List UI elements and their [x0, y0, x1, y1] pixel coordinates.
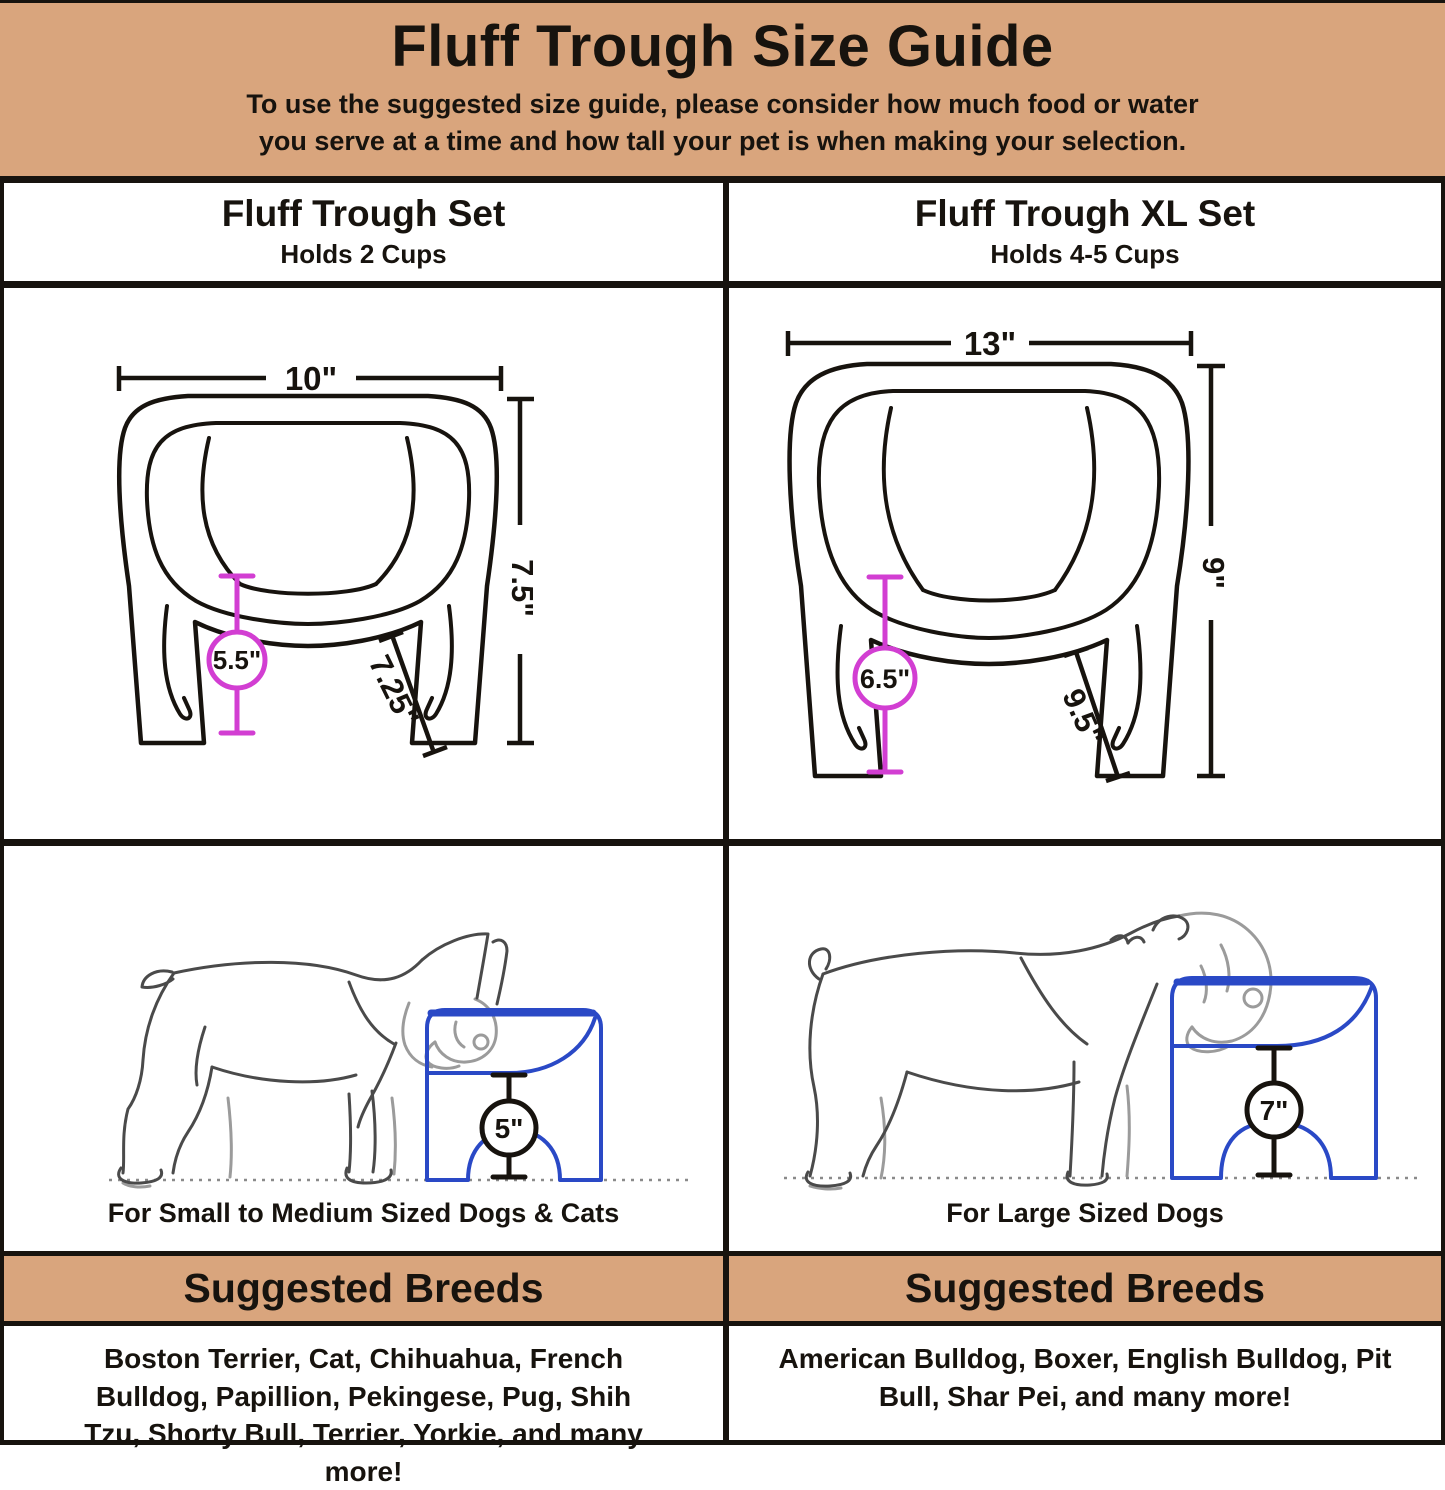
- xl-title-cell: Fluff Trough XL Set Holds 4-5 Cups: [729, 183, 1441, 281]
- height-dimension-line: [507, 396, 534, 746]
- xl-breeds-header-cell: Suggested Breeds: [729, 1256, 1441, 1321]
- standard-title: Fluff Trough Set: [221, 193, 506, 235]
- trough-outline: [787, 361, 1191, 779]
- dog-illustration: [804, 914, 1190, 1188]
- fit-height-label: 7": [1260, 1095, 1289, 1126]
- dog-illustration: [117, 932, 509, 1185]
- size-table: Fluff Trough Set Holds 2 Cups Fluff Trou…: [0, 183, 1445, 1487]
- breeds-list-row: Boston Terrier, Cat, Chihuahua, French B…: [4, 1326, 1441, 1487]
- header-banner: Fluff Trough Size Guide To use the sugge…: [0, 0, 1445, 176]
- vertical-divider: [723, 846, 729, 1251]
- depth-dimension-line: [378, 629, 448, 759]
- dog-detail-lines: [121, 997, 498, 1189]
- vertical-divider: [723, 288, 729, 839]
- small-dog-fit-diagram: 5": [109, 932, 689, 1189]
- trough-outline: [116, 393, 500, 746]
- xl-title: Fluff Trough XL Set: [914, 193, 1256, 235]
- breeds-list: American Bulldog, Boxer, English Bulldog…: [778, 1343, 1392, 1412]
- xl-fit-cell: 7" For Large Sized Dogs: [729, 846, 1441, 1251]
- large-dog-fit-diagram: 7": [784, 911, 1417, 1191]
- width-dimension-line: [785, 331, 1194, 356]
- breeds-header: Suggested Breeds: [183, 1265, 544, 1311]
- trough-xl-front-diagram: 13" 9" 9.5": [785, 325, 1231, 784]
- vertical-divider: [723, 183, 729, 281]
- fit-height-dimension: [1244, 1045, 1304, 1178]
- fit-height-label: 5": [495, 1113, 524, 1144]
- vertical-divider: [723, 1326, 729, 1440]
- depth-dimension-line: [1063, 645, 1131, 784]
- breeds-header: Suggested Breeds: [905, 1265, 1265, 1311]
- standard-breeds-cell: Boston Terrier, Cat, Chihuahua, French B…: [4, 1326, 723, 1487]
- diagram-row: 10" 7.5" 7.25": [4, 288, 1441, 839]
- height-dimension-label: 7.5": [505, 559, 540, 617]
- floor-height-label: 5.5": [213, 645, 261, 675]
- standard-diagram-cell: 10" 7.5" 7.25": [4, 288, 723, 839]
- fit-caption: For Large Sized Dogs: [946, 1198, 1224, 1228]
- standard-title-cell: Fluff Trough Set Holds 2 Cups: [4, 183, 723, 281]
- fit-row: 5" For Small to Medium Sized Dogs & Cats: [4, 846, 1441, 1251]
- divider-3: [4, 1251, 1441, 1256]
- fit-height-dimension: [479, 1072, 539, 1180]
- xl-capacity: Holds 4-5 Cups: [990, 238, 1180, 269]
- floor-height-dimension: [852, 574, 918, 775]
- floor-height-label: 6.5": [860, 664, 910, 694]
- page-title: Fluff Trough Size Guide: [391, 14, 1054, 79]
- height-dimension-line: [1197, 363, 1225, 779]
- fit-caption: For Small to Medium Sized Dogs & Cats: [107, 1198, 620, 1228]
- page-subtitle: To use the suggested size guide, please …: [246, 88, 1199, 157]
- breeds-header-row: Suggested Breeds Suggested Breeds: [4, 1256, 1441, 1321]
- divider-header: [0, 176, 1445, 183]
- divider-1: [4, 281, 1441, 288]
- standard-fit-cell: 5" For Small to Medium Sized Dogs & Cats: [4, 846, 723, 1251]
- divider-4: [4, 1321, 1441, 1326]
- floor-height-dimension: [206, 573, 268, 736]
- vertical-divider: [723, 1256, 729, 1321]
- trough-front-diagram: 10" 7.5" 7.25": [116, 360, 540, 759]
- breeds-list: Boston Terrier, Cat, Chihuahua, French B…: [84, 1343, 643, 1487]
- standard-capacity: Holds 2 Cups: [280, 238, 447, 269]
- xl-diagram-cell: 13" 9" 9.5": [729, 288, 1441, 839]
- height-dimension-label: 9": [1196, 557, 1231, 589]
- column-title-row: Fluff Trough Set Holds 2 Cups Fluff Trou…: [4, 183, 1441, 281]
- standard-breeds-header-cell: Suggested Breeds: [4, 1256, 723, 1321]
- divider-2: [4, 839, 1441, 846]
- divider-bottom: [0, 1440, 1445, 1445]
- width-dimension-label: 10": [285, 360, 337, 397]
- width-dimension-line: [116, 366, 504, 391]
- xl-breeds-cell: American Bulldog, Boxer, English Bulldog…: [729, 1326, 1441, 1440]
- width-dimension-label: 13": [964, 325, 1016, 362]
